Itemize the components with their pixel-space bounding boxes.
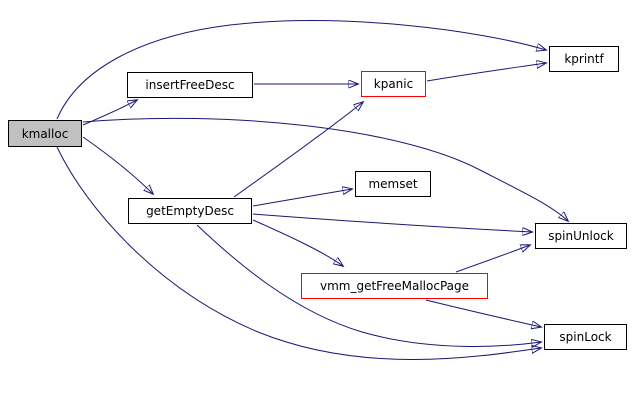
edge-getEmptyDesc-to-spinLock xyxy=(196,224,541,346)
graph-node-insertFreeDesc[interactable]: insertFreeDesc xyxy=(127,72,253,98)
graph-node-spinLock[interactable]: spinLock xyxy=(544,324,627,350)
graph-node-vmm_getFreeMallocPage[interactable]: vmm_getFreeMallocPage xyxy=(301,273,488,299)
graph-node-spinUnlock[interactable]: spinUnlock xyxy=(535,223,627,249)
graph-node-kprintf[interactable]: kprintf xyxy=(549,46,619,72)
edge-getEmptyDesc-to-kpanic xyxy=(233,102,363,198)
graph-node-kmalloc: kmalloc xyxy=(8,120,82,147)
edge-vmm_getFreeMallocPage-to-spinLock xyxy=(425,299,541,327)
graph-node-memset[interactable]: memset xyxy=(355,171,431,197)
edge-kmalloc-to-insertFreeDesc xyxy=(82,100,137,126)
edge-getEmptyDesc-to-vmm_getFreeMallocPage xyxy=(252,219,343,266)
edge-kmalloc-to-spinLock xyxy=(56,146,541,360)
edge-kmalloc-to-getEmptyDesc xyxy=(82,136,153,194)
edge-getEmptyDesc-to-memset xyxy=(252,189,352,207)
edge-vmm_getFreeMallocPage-to-spinUnlock xyxy=(455,245,530,273)
graph-node-kpanic[interactable]: kpanic xyxy=(361,71,426,97)
edge-kmalloc-to-kprintf xyxy=(56,20,546,120)
graph-node-getEmptyDesc[interactable]: getEmptyDesc xyxy=(128,198,252,224)
edge-kpanic-to-kprintf xyxy=(426,63,546,82)
edge-kmalloc-to-spinUnlock xyxy=(82,117,568,221)
edge-getEmptyDesc-to-spinUnlock xyxy=(252,213,532,232)
